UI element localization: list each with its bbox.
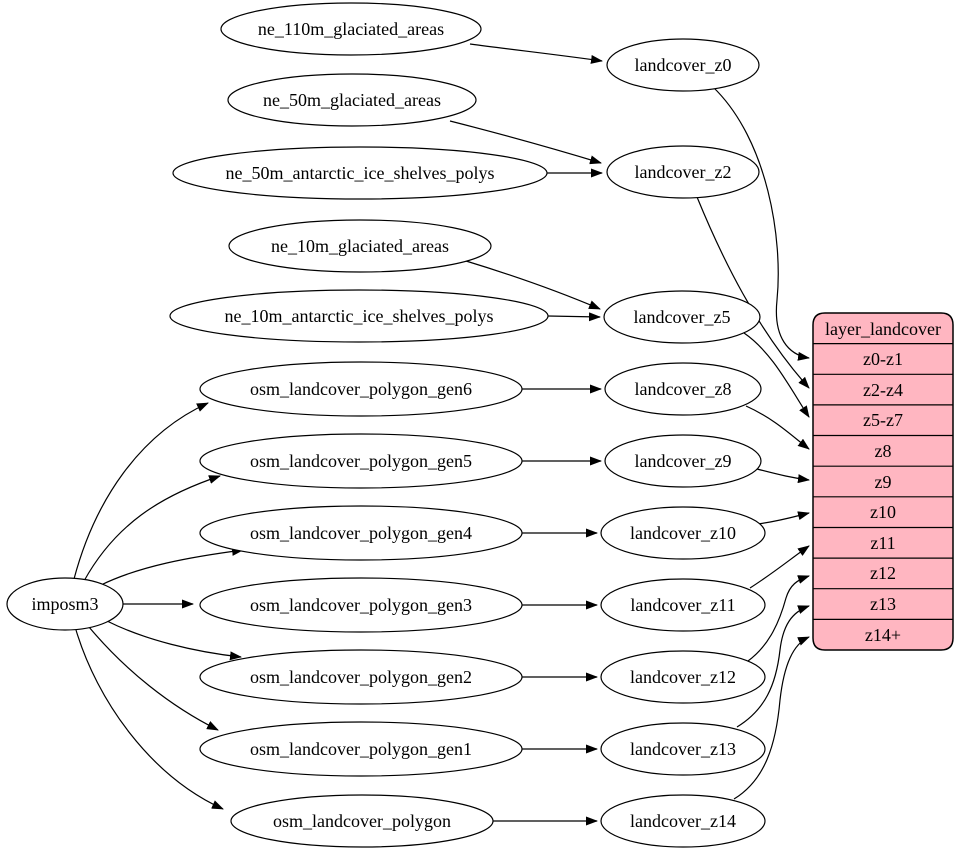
node-landcover-z0: landcover_z0 (606, 38, 760, 92)
node-label: imposm3 (31, 594, 98, 614)
node-osm-landcover-polygon-gen5: osm_landcover_polygon_gen5 (199, 433, 523, 489)
node-label: osm_landcover_polygon_gen4 (250, 523, 472, 543)
node-ne-110m-glaciated-areas: ne_110m_glaciated_areas (220, 2, 482, 56)
node-label: ne_10m_glaciated_areas (271, 236, 449, 256)
node-label: landcover_z9 (635, 451, 732, 471)
node-osm-landcover-polygon-gen2: osm_landcover_polygon_gen2 (199, 649, 523, 705)
node-label: osm_landcover_polygon_gen3 (250, 595, 472, 615)
edge-imposm3-to-gen5 (83, 475, 221, 582)
node-landcover-z9: landcover_z9 (604, 434, 762, 488)
edge-landcover-z2-to-row-z2-z4 (696, 196, 810, 389)
node-label: ne_110m_glaciated_areas (258, 19, 444, 39)
node-label: landcover_z5 (634, 307, 731, 327)
node-landcover-z8: landcover_z8 (604, 362, 762, 416)
node-osm-landcover-polygon-gen4: osm_landcover_polygon_gen4 (199, 505, 523, 561)
node-label: landcover_z10 (630, 523, 736, 543)
node-label: osm_landcover_polygon (273, 811, 451, 831)
edge-landcover-z13-to-row-z13 (736, 605, 810, 728)
edge-group (73, 43, 810, 826)
node-landcover-z12: landcover_z12 (600, 650, 766, 704)
edge-landcover-z14-to-row-z14 (733, 636, 810, 800)
record-row-label: z8 (875, 441, 892, 461)
edge-landcover-z0-to-row-z0-z1 (712, 86, 810, 361)
node-label: osm_landcover_polygon_gen6 (250, 379, 472, 399)
node-landcover-z5: landcover_z5 (603, 290, 761, 344)
node-ne-50m-glaciated-areas: ne_50m_glaciated_areas (227, 73, 477, 127)
node-label: osm_landcover_polygon_gen1 (250, 739, 472, 759)
node-landcover-z13: landcover_z13 (600, 722, 766, 776)
edge-ne10m-glaciated-to-landcover-z5 (465, 260, 601, 310)
node-landcover-z2: landcover_z2 (606, 145, 760, 199)
edge-landcover-z12-to-row-z12 (747, 575, 810, 662)
node-label: landcover_z14 (630, 811, 736, 831)
edge-ne10m-antarctic-to-landcover-z5 (547, 312, 601, 322)
node-label: landcover_z11 (630, 595, 735, 615)
node-label: landcover_z8 (635, 379, 732, 399)
record-row-label: z13 (870, 594, 896, 614)
record-row-label: z9 (875, 472, 892, 492)
record-row-label: z0-z1 (863, 349, 903, 369)
record-row-label: z5-z7 (863, 410, 903, 430)
node-osm-landcover-polygon-gen1: osm_landcover_polygon_gen1 (199, 721, 523, 777)
node-label: ne_50m_antarctic_ice_shelves_polys (226, 163, 495, 183)
edge-landcover-z10-to-row-z10 (757, 511, 810, 525)
node-label: landcover_z0 (635, 55, 732, 75)
edge-ne110m-to-landcover-z0 (469, 43, 603, 64)
node-label: landcover_z13 (630, 739, 736, 759)
edge-landcover-z5-to-row-z5-z7 (743, 332, 810, 418)
edge-landcover-z9-to-row-z9 (756, 468, 810, 484)
node-label: landcover_z2 (635, 162, 732, 182)
node-label: landcover_z12 (630, 667, 736, 687)
record-row-label: z10 (870, 502, 896, 522)
edge-imposm3-to-gen4 (100, 546, 244, 586)
node-ne-10m-glaciated-areas: ne_10m_glaciated_areas (228, 219, 492, 273)
node-label: osm_landcover_polygon_gen5 (250, 451, 472, 471)
edge-ne50m-glaciated-to-landcover-z2 (449, 120, 602, 165)
record-layer-landcover: layer_landcover z0-z1 z2-z4 z5-z7 z8 z9 … (812, 312, 954, 651)
record-row-label: z11 (870, 533, 895, 553)
edge-imposm3-to-gen2 (106, 620, 242, 661)
node-osm-landcover-polygon-gen6: osm_landcover_polygon_gen6 (199, 361, 523, 417)
node-ne-10m-antarctic-ice-shelves-polys: ne_10m_antarctic_ice_shelves_polys (169, 289, 549, 343)
edge-imposm3-to-gen6 (73, 402, 209, 580)
node-ne-50m-antarctic-ice-shelves-polys: ne_50m_antarctic_ice_shelves_polys (172, 146, 548, 200)
edge-landcover-z8-to-row-z8 (745, 405, 810, 450)
node-label: osm_landcover_polygon_gen2 (250, 667, 472, 687)
edge-imposm3-to-gen1 (88, 626, 219, 731)
record-row-label: z2-z4 (863, 380, 903, 400)
node-osm-landcover-polygon-gen3: osm_landcover_polygon_gen3 (199, 577, 523, 633)
edge-imposm3-to-polygon (75, 629, 224, 810)
record-title: layer_landcover (825, 319, 941, 339)
node-landcover-z11: landcover_z11 (600, 578, 766, 632)
record-frame (812, 312, 954, 651)
node-landcover-z10: landcover_z10 (600, 506, 766, 560)
record-row-label: z12 (870, 563, 896, 583)
edge-landcover-z11-to-row-z11 (749, 545, 810, 589)
node-landcover-z14: landcover_z14 (600, 794, 766, 848)
node-osm-landcover-polygon: osm_landcover_polygon (230, 794, 494, 848)
node-imposm3: imposm3 (6, 577, 124, 631)
node-label: ne_50m_glaciated_areas (263, 90, 441, 110)
node-label: ne_10m_antarctic_ice_shelves_polys (225, 306, 494, 326)
record-row-label: z14+ (865, 625, 901, 645)
